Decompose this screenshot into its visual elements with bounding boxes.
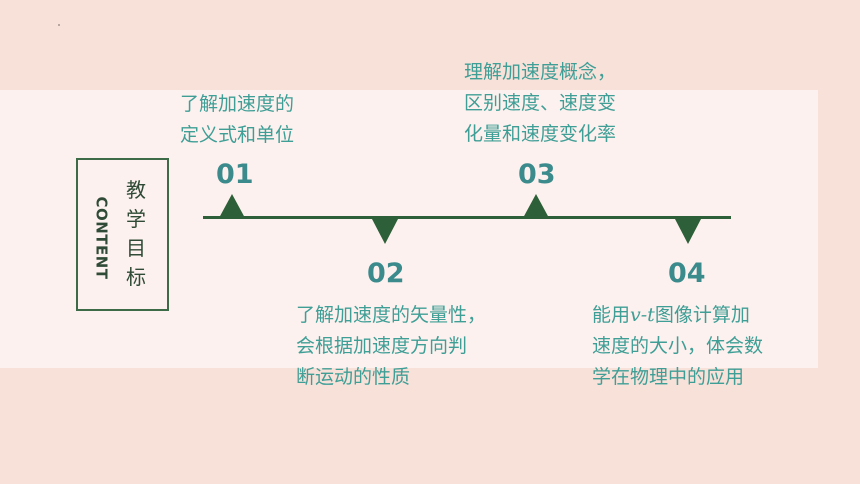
marker-up-03 bbox=[523, 194, 549, 218]
milestone-01-text: 了解加速度的 定义式和单位 bbox=[180, 89, 294, 151]
milestone-01-line: 了解加速度的 bbox=[180, 93, 295, 115]
milestone-02-line: 会根据加速度方向判 bbox=[296, 335, 468, 357]
milestone-04-text: 能用v-t图像计算加 速度的大小，体会数 学在物理中的应用 bbox=[592, 300, 763, 393]
milestone-04-suffix: 图像计算加 bbox=[654, 304, 750, 326]
title-box bbox=[76, 158, 169, 311]
milestone-02-line: 断运动的性质 bbox=[296, 366, 411, 388]
milestone-02-line: 了解加速度的矢量性， bbox=[296, 304, 487, 326]
milestone-04-number: 04 bbox=[668, 258, 706, 289]
milestone-04-line-1: 能用v-t图像计算加 bbox=[592, 300, 763, 331]
milestone-03-line: 区别速度、速度变 bbox=[464, 92, 617, 114]
milestone-04-prefix: 能用 bbox=[592, 304, 631, 326]
section-title: 教 学 目 标 bbox=[122, 176, 150, 292]
milestone-04-line: 速度的大小，体会数 bbox=[592, 335, 764, 357]
title-char: 目 bbox=[126, 236, 146, 260]
milestone-03-line: 理解加速度概念， bbox=[464, 61, 617, 83]
vt-italic: v-t bbox=[630, 304, 655, 326]
content-label-text: CONTENT bbox=[93, 195, 112, 280]
marker-down-04 bbox=[675, 219, 701, 244]
milestone-02-text: 了解加速度的矢量性， 会根据加速度方向判 断运动的性质 bbox=[296, 300, 486, 393]
marker-up-01 bbox=[219, 194, 245, 218]
title-char: 标 bbox=[126, 265, 146, 289]
title-char: 教 bbox=[126, 178, 146, 202]
milestone-03-text: 理解加速度概念， 区别速度、速度变 化量和速度变化率 bbox=[464, 57, 616, 150]
milestone-04-line: 学在物理中的应用 bbox=[592, 366, 745, 388]
timeline-line bbox=[203, 216, 731, 219]
milestone-02-number: 02 bbox=[367, 258, 405, 289]
milestone-03-number: 03 bbox=[518, 159, 556, 190]
title-char: 学 bbox=[126, 207, 146, 231]
milestone-03-line: 化量和速度变化率 bbox=[464, 123, 617, 145]
decorative-dot bbox=[58, 24, 60, 26]
content-label: CONTENT bbox=[88, 190, 116, 285]
milestone-01-number: 01 bbox=[216, 159, 254, 190]
marker-down-02 bbox=[372, 219, 398, 244]
milestone-01-line: 定义式和单位 bbox=[180, 124, 295, 146]
